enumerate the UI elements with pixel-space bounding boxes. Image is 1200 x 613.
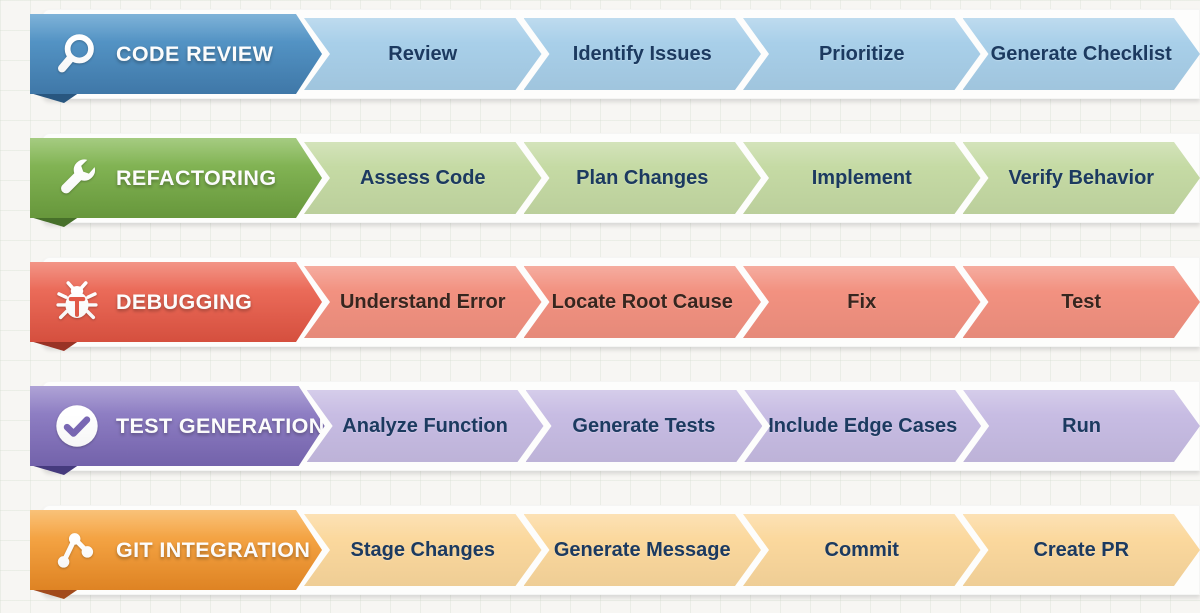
row-header: REFACTORING: [30, 138, 322, 218]
workflow-step: Verify Behavior: [963, 142, 1200, 214]
row-title: DEBUGGING: [116, 289, 253, 314]
workflow-step: Test: [963, 266, 1200, 338]
workflow-step: Generate Checklist: [963, 18, 1200, 90]
workflow-step: Fix: [743, 266, 981, 338]
row-header: TEST GENERATION: [30, 386, 325, 466]
workflow-step: Prioritize: [743, 18, 981, 90]
workflow-step: Implement: [743, 142, 981, 214]
row-header: DEBUGGING: [30, 262, 322, 342]
workflow-step: Assess Code: [304, 142, 542, 214]
workflow-step: Generate Tests: [526, 390, 763, 462]
workflow-step: Include Edge Cases: [744, 390, 981, 462]
git-branch-icon: [54, 527, 100, 573]
workflow-step: Review: [304, 18, 542, 90]
row-title: GIT INTEGRATION: [116, 537, 311, 562]
wrench-icon: [54, 155, 100, 201]
row-title: REFACTORING: [116, 165, 277, 190]
workflow-step: Identify Issues: [524, 18, 762, 90]
row-header: CODE REVIEW: [30, 14, 322, 94]
workflow-step: Stage Changes: [304, 514, 542, 586]
check-circle-icon: [54, 403, 100, 449]
workflow-step: Analyze Function: [307, 390, 544, 462]
workflow-step: Commit: [743, 514, 981, 586]
workflow-step: Understand Error: [304, 266, 542, 338]
row-title: TEST GENERATION: [116, 413, 325, 438]
workflow-step: Locate Root Cause: [524, 266, 762, 338]
workflow-step: Plan Changes: [524, 142, 762, 214]
bug-icon: [54, 279, 100, 325]
workflow-step: Run: [963, 390, 1200, 462]
magnifier-icon: [54, 31, 100, 77]
workflow-step: Create PR: [963, 514, 1200, 586]
row-header: GIT INTEGRATION: [30, 510, 322, 590]
workflow-step: Generate Message: [524, 514, 762, 586]
row-title: CODE REVIEW: [116, 41, 274, 66]
